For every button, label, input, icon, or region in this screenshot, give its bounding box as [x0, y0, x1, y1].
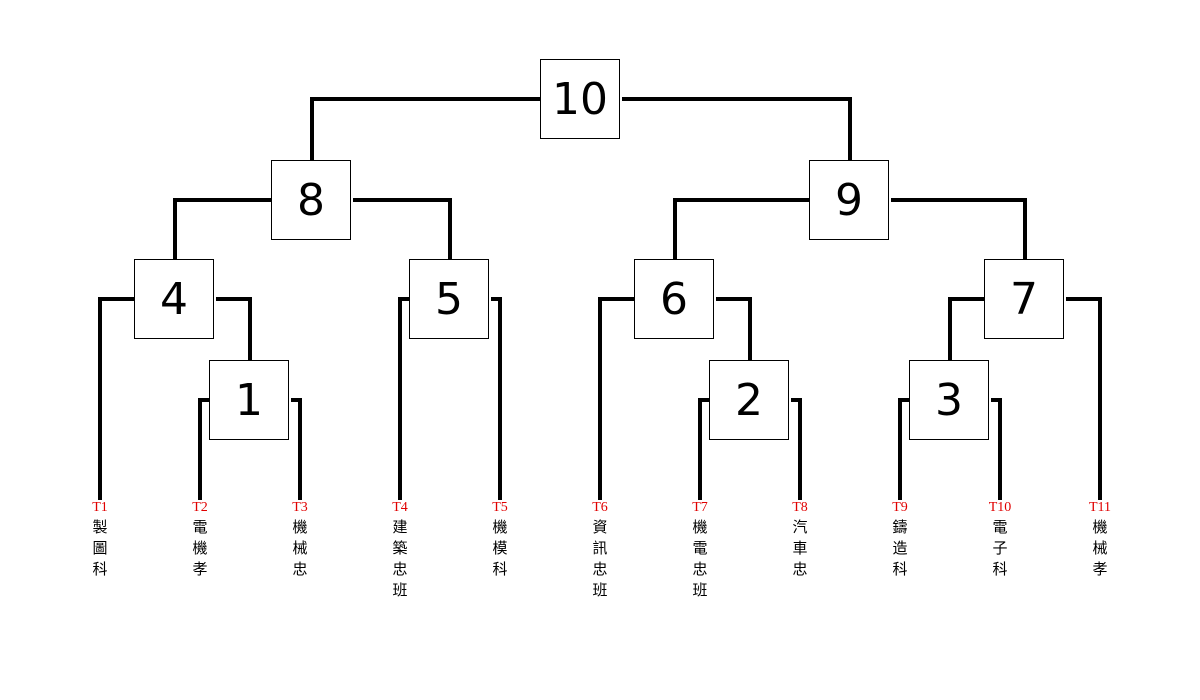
match-box-4: 4	[134, 259, 214, 339]
connector-4-t1	[98, 297, 134, 500]
team-t2: T2 電 機 孝	[180, 499, 220, 580]
connector-7-3	[948, 297, 984, 360]
match-label: 1	[235, 374, 263, 426]
team-id: T4	[392, 500, 408, 515]
connector-6-2	[716, 297, 752, 360]
team-id: T9	[892, 500, 908, 515]
team-t1: T1 製 圖 科	[80, 499, 120, 580]
team-id: T5	[492, 500, 508, 515]
match-label: 2	[735, 374, 763, 426]
team-name: 電 機 孝	[192, 518, 208, 578]
match-box-1: 1	[209, 360, 289, 440]
match-box-3: 3	[909, 360, 989, 440]
match-box-8: 8	[271, 160, 351, 240]
match-box-10: 10	[540, 59, 620, 139]
match-label: 6	[660, 273, 688, 325]
match-label: 3	[935, 374, 963, 426]
connector-4-1	[216, 297, 252, 360]
team-name: 資 訊 忠 班	[592, 518, 608, 599]
match-box-9: 9	[809, 160, 889, 240]
connector-2-t8	[791, 398, 802, 500]
match-box-6: 6	[634, 259, 714, 339]
team-id: T8	[792, 500, 808, 515]
team-name: 汽 車 忠	[792, 518, 808, 578]
team-t7: T7 機 電 忠 班	[680, 499, 720, 601]
team-t10: T10 電 子 科	[980, 499, 1020, 580]
team-name: 製 圖 科	[92, 518, 108, 578]
match-box-5: 5	[409, 259, 489, 339]
connector-9-7	[891, 198, 1027, 260]
connector-10-9	[622, 97, 852, 160]
team-id: T7	[692, 500, 708, 515]
connector-3-t9	[898, 398, 909, 500]
match-label: 10	[552, 73, 608, 125]
team-id: T6	[592, 500, 608, 515]
team-id: T11	[1088, 500, 1112, 515]
team-name: 鑄 造 科	[892, 518, 908, 578]
team-name: 機 電 忠 班	[692, 518, 708, 599]
team-name: 電 子 科	[992, 518, 1008, 578]
match-label: 8	[297, 174, 325, 226]
connector-5-t4	[398, 297, 409, 500]
connector-7-t11	[1066, 297, 1102, 500]
team-t6: T6 資 訊 忠 班	[580, 499, 620, 601]
match-label: 4	[160, 273, 188, 325]
team-name: 機 模 科	[492, 518, 508, 578]
connector-6-t6	[598, 297, 634, 500]
connector-8-4	[173, 198, 271, 260]
team-id: T2	[192, 500, 208, 515]
team-name: 建 築 忠 班	[392, 518, 408, 599]
connector-9-6	[673, 198, 809, 260]
team-t4: T4 建 築 忠 班	[380, 499, 420, 601]
match-label: 7	[1010, 273, 1038, 325]
match-label: 5	[435, 273, 463, 325]
team-name: 機 械 忠	[292, 518, 308, 578]
match-box-7: 7	[984, 259, 1064, 339]
connector-5-t5	[491, 297, 502, 500]
team-t11: T11 機 械 孝	[1080, 499, 1120, 580]
team-t9: T9 鑄 造 科	[880, 499, 920, 580]
team-t5: T5 機 模 科	[480, 499, 520, 580]
connector-1-t3	[291, 398, 302, 500]
team-id: T3	[292, 500, 308, 515]
match-box-2: 2	[709, 360, 789, 440]
connector-10-8	[310, 97, 540, 160]
team-id: T1	[92, 500, 108, 515]
connector-1-t2	[198, 398, 209, 500]
connector-2-t7	[698, 398, 709, 500]
match-label: 9	[835, 174, 863, 226]
team-t8: T8 汽 車 忠	[780, 499, 820, 580]
connector-8-5	[353, 198, 452, 260]
team-t3: T3 機 械 忠	[280, 499, 320, 580]
team-name: 機 械 孝	[1092, 518, 1108, 578]
team-id: T10	[988, 500, 1012, 515]
connector-3-t10	[991, 398, 1002, 500]
